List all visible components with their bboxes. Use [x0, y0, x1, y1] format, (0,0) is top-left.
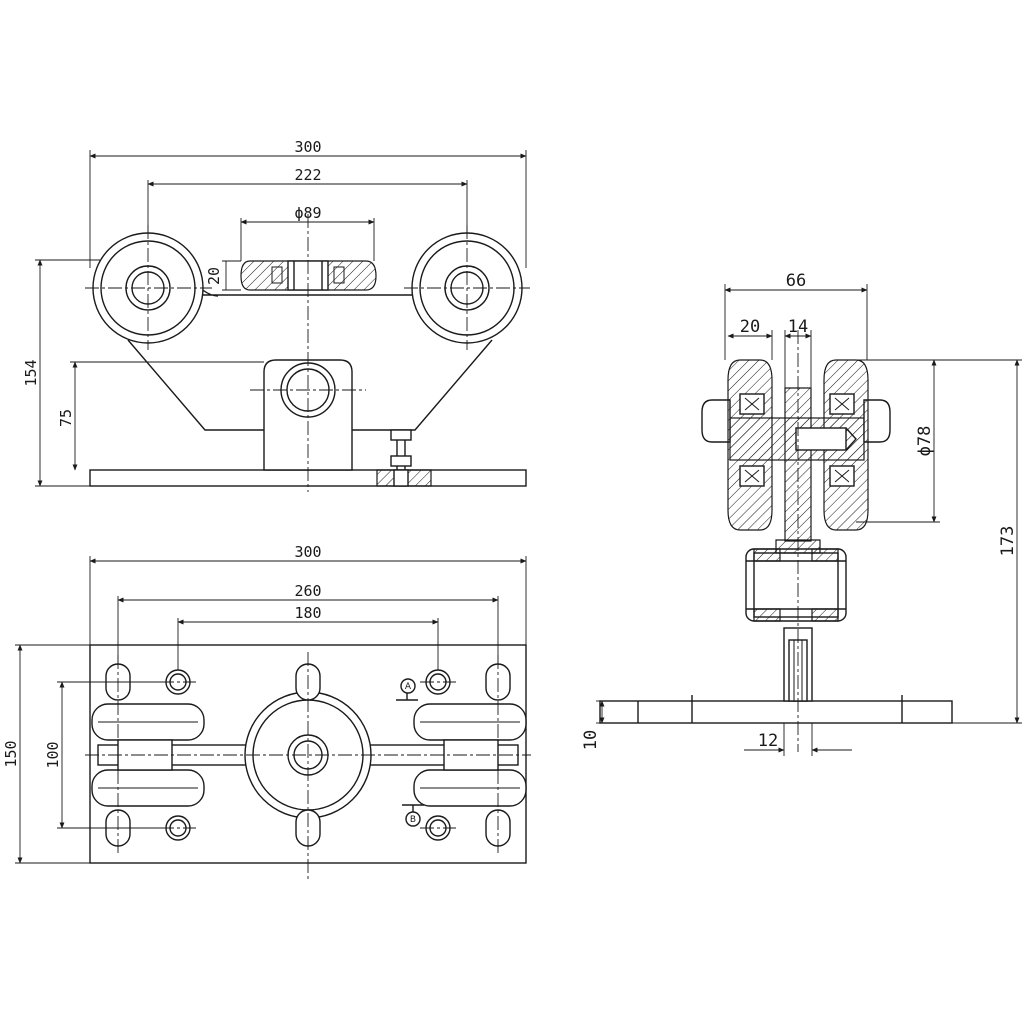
side-dim-stem-width: 12 — [758, 731, 778, 751]
side-dim-plate-thickness: 10 — [581, 730, 601, 750]
side-axle-cap-left — [701, 399, 731, 443]
plan-marker-a-label: A — [405, 682, 412, 692]
plan-dim-overall-depth: 150 — [2, 740, 20, 767]
front-view: 300 222 ϕ89 20 154 75 — [22, 138, 530, 492]
side-left-wheel — [727, 359, 773, 531]
side-view: 66 20 14 ϕ78 173 10 12 — [581, 271, 1022, 756]
plan-dim-inner-depth: 100 — [44, 741, 62, 768]
plan-view: A B 300 260 180 150 100 — [2, 543, 531, 882]
front-dim-overall-height: 154 — [22, 359, 40, 386]
plan-marker-b-label: B — [410, 815, 416, 825]
front-bolt-head — [390, 429, 412, 441]
front-frame-right-arm — [352, 339, 493, 431]
side-dim-wheel-diameter: ϕ78 — [915, 426, 935, 457]
front-dim-wheel-centers: 222 — [294, 166, 321, 184]
plan-dim-overall-width: 300 — [294, 543, 321, 561]
side-dim-total-height: 173 — [998, 526, 1018, 557]
front-dim-overall-width: 300 — [294, 138, 321, 156]
plan-section-marker-a — [400, 678, 416, 694]
front-dim-bracket-height: 75 — [57, 409, 75, 427]
side-dim-width: 66 — [786, 271, 806, 291]
side-axle-cap-right — [863, 399, 891, 443]
front-dim-bearing-height: 20 — [205, 267, 223, 285]
side-dim-axle-width: 14 — [788, 317, 808, 337]
plan-section-marker-b — [405, 811, 421, 827]
plan-dim-outer-holes: 260 — [294, 582, 321, 600]
plan-dim-inner-holes: 180 — [294, 604, 321, 622]
side-base-plate — [599, 700, 953, 724]
side-dim-wheel-width: 20 — [740, 317, 760, 337]
front-frame-left-arm — [127, 339, 264, 431]
front-dim-bearing-diameter: ϕ89 — [294, 204, 321, 222]
